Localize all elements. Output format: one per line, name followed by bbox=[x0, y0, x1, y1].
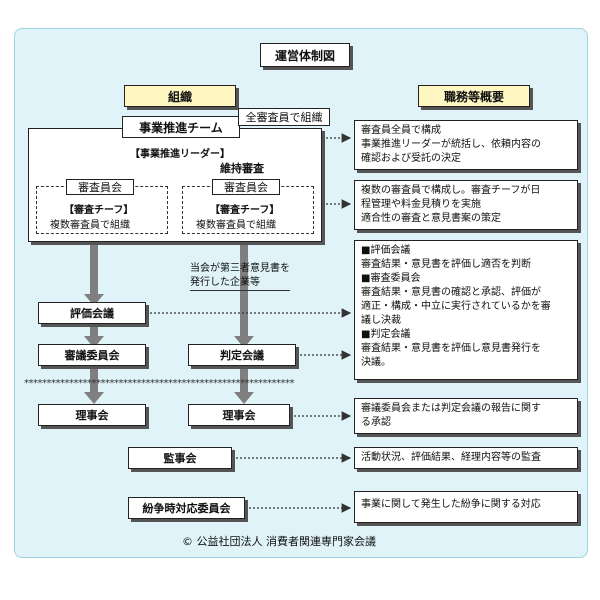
header-organization: 組織 bbox=[124, 85, 236, 107]
flow-arrow-team-to-judgment bbox=[234, 240, 254, 348]
flow-arrow-team-to-evaluation bbox=[84, 240, 104, 306]
header-duties: 職務等概要 bbox=[418, 85, 530, 107]
description-dispute: 事業に関して発生した紛争に関する対応 bbox=[354, 491, 578, 523]
copyright-footer: © 公益社団法人 消費者関連専門家会議 bbox=[182, 535, 376, 548]
node-review-committee: 審議委員会 bbox=[38, 344, 146, 366]
node-judgment-meeting: 判定会議 bbox=[188, 344, 296, 366]
committee-right-label: 審査員会 bbox=[212, 179, 280, 195]
node-dispute-committee: 紛争時対応委員会 bbox=[128, 497, 245, 519]
separator-line: ****************************************… bbox=[24, 378, 295, 389]
description-board: 審議委員会または判定会議の報告に関す る承認 bbox=[354, 398, 578, 434]
committee-left-label: 審査員会 bbox=[66, 179, 134, 195]
flow-arrow-review-to-board bbox=[84, 366, 104, 404]
team-note: 全審査員で組織 bbox=[238, 108, 330, 126]
node-board-left: 理事会 bbox=[38, 404, 146, 426]
description-meetings: ■評価会議 審査結果・意見書を評価し適否を判断 ■審査委員会 審査結果・意見書の… bbox=[354, 240, 578, 380]
node-board-right: 理事会 bbox=[188, 404, 290, 426]
maintenance-review-label: 維持審査 bbox=[220, 162, 264, 175]
node-evaluation-meeting: 評価会議 bbox=[38, 302, 146, 324]
description-team: 審査員全員で構成 事業推進リーダーが統括し、依頼内容の 確認および受託の決定 bbox=[354, 120, 578, 170]
diagram-title: 運営体制図 bbox=[260, 43, 350, 67]
flow-arrow-evaluation-to-review bbox=[84, 322, 104, 348]
third-party-note: 当会が第三者意見書を 発行した企業等 bbox=[190, 262, 290, 291]
team-label: 事業推進チーム bbox=[122, 116, 240, 138]
committee-right-members: 複数審査員で組織 bbox=[196, 220, 276, 231]
committee-right-chief: 【審査チーフ】 bbox=[210, 205, 280, 216]
committee-left-chief: 【審査チーフ】 bbox=[64, 205, 134, 216]
committee-left-members: 複数審査員で組織 bbox=[50, 220, 130, 231]
node-audit: 監事会 bbox=[128, 447, 232, 469]
team-leader: 【事業推進リーダー】 bbox=[130, 149, 230, 160]
description-committee: 複数の審査員で構成し。審査チーフが日 程管理や料金見積りを実施 適合性の審査と意… bbox=[354, 180, 578, 230]
flow-arrow-judgment-to-board bbox=[234, 366, 254, 404]
description-audit: 活動状況、評価結果、経理内容等の監査 bbox=[354, 447, 578, 469]
